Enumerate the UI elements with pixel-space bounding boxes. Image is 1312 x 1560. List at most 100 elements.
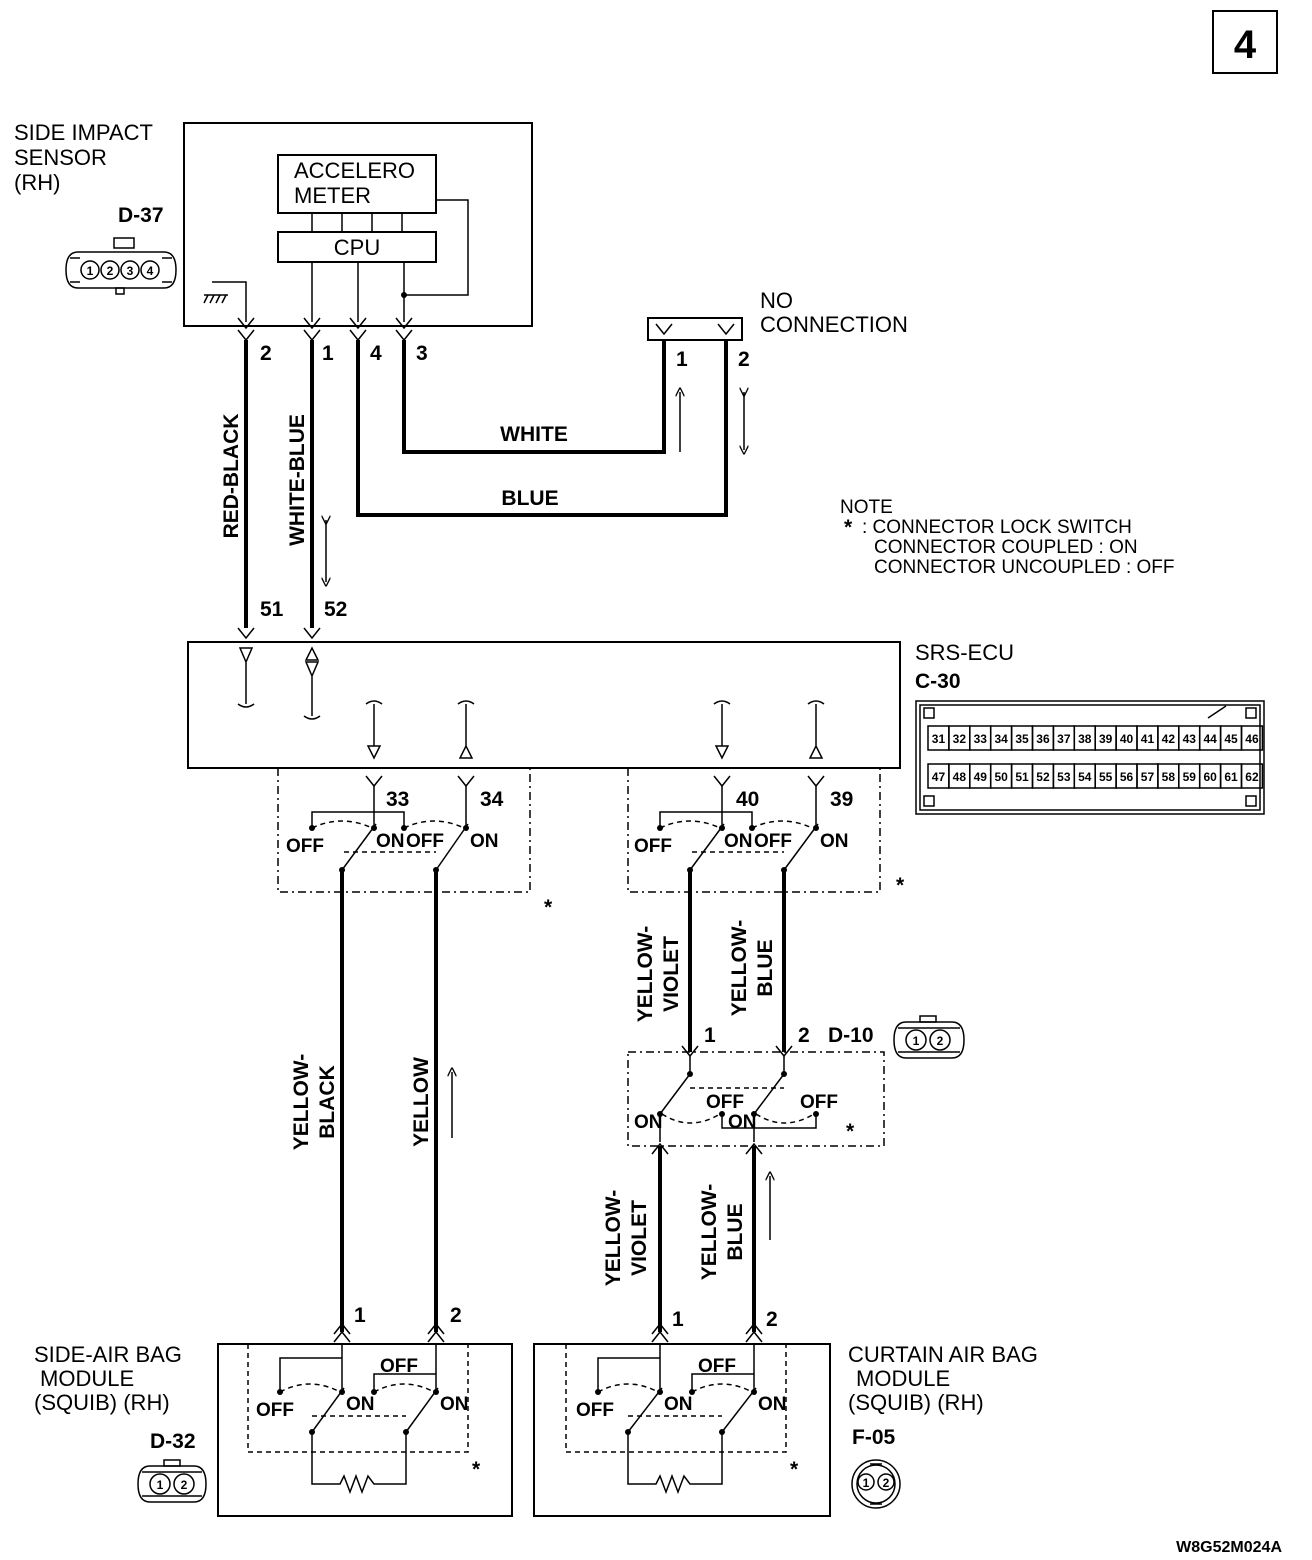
page-number-box bbox=[1212, 10, 1278, 74]
side-airbag-box bbox=[217, 1343, 513, 1517]
d10-connector-id: D-10 bbox=[828, 1024, 874, 1047]
d32-icon-pin-2: 2 bbox=[181, 1478, 188, 1492]
cpu-box bbox=[277, 231, 437, 263]
d32-connector-icon: 1 2 bbox=[137, 1459, 207, 1503]
switch-on-label: ON bbox=[664, 1394, 693, 1415]
c30-pin-label: 47 bbox=[932, 770, 946, 784]
curtain-airbag-title-3: (SQUIB) (RH) bbox=[848, 1390, 984, 1415]
ecu-terminal-40: 40 bbox=[736, 788, 759, 811]
c30-pin-label: 37 bbox=[1057, 732, 1071, 746]
c30-pin-label: 46 bbox=[1245, 732, 1259, 746]
switch-off-label: OFF bbox=[800, 1092, 838, 1113]
wire-blue-label: BLUE bbox=[501, 487, 558, 510]
wire-yellow-blue-label-1: YELLOW- bbox=[698, 1184, 721, 1280]
c30-pin-cell bbox=[1240, 763, 1264, 789]
wire-yellow-violet-label-1: YELLOW- bbox=[602, 1190, 625, 1286]
d10-icon-pin-2: 2 bbox=[937, 1034, 944, 1048]
switch-off-label: OFF bbox=[698, 1356, 736, 1377]
c30-pin-label: 50 bbox=[994, 770, 1008, 784]
ecu-terminal-39: 39 bbox=[830, 788, 853, 811]
side-airbag-title-3: (SQUIB) (RH) bbox=[34, 1390, 170, 1415]
c30-pin-label: 35 bbox=[1015, 732, 1029, 746]
c30-pin-label: 61 bbox=[1224, 770, 1238, 784]
switch-off-label: OFF bbox=[634, 836, 672, 857]
sensor-title-2: SENSOR bbox=[14, 145, 107, 170]
cpu-label: CPU bbox=[334, 235, 380, 260]
c30-pin-label: 62 bbox=[1245, 770, 1259, 784]
ecu-lock-switch-right: 40 39 OFF ON OFF ON * bbox=[627, 768, 905, 897]
c30-pin-label: 59 bbox=[1183, 770, 1197, 784]
curtain-airbag-title-2: MODULE bbox=[856, 1366, 950, 1391]
c30-pin-label: 51 bbox=[1015, 770, 1029, 784]
c30-pin-label: 54 bbox=[1078, 770, 1092, 784]
f05-connector-icon: 1 2 bbox=[851, 1459, 901, 1509]
side-airbag-connector-id: D-32 bbox=[150, 1430, 196, 1453]
upper-wires: WHITE BLUE RED-BLACK WHITE-BLUE 51 52 bbox=[220, 340, 744, 628]
c30-pin-label: 55 bbox=[1099, 770, 1113, 784]
c30-pin-label: 60 bbox=[1203, 770, 1217, 784]
sensor-box bbox=[183, 122, 533, 327]
lower-left-wires: YELLOW- BLACK YELLOW 1 2 bbox=[290, 870, 462, 1332]
d32-icon-pin-1: 1 bbox=[157, 1478, 164, 1492]
figure-code: W8G52M024A bbox=[1176, 1539, 1282, 1556]
accelerometer-label-1: ACCELERO bbox=[294, 158, 415, 183]
c30-pin-label: 57 bbox=[1141, 770, 1155, 784]
ecu-connector-id: C-30 bbox=[915, 670, 961, 693]
ecu-terminal-34: 34 bbox=[480, 788, 504, 811]
curtain-airbag-connector-id: F-05 bbox=[852, 1426, 896, 1449]
note-title: NOTE bbox=[840, 497, 893, 518]
f05-icon-pin-1: 1 bbox=[863, 1476, 870, 1490]
switch-off-label: OFF bbox=[256, 1400, 294, 1421]
no-connection-pin-1: 1 bbox=[676, 348, 688, 371]
side-airbag-title-2: MODULE bbox=[40, 1366, 134, 1391]
accelerometer-box bbox=[277, 154, 437, 214]
switch-off-label: OFF bbox=[406, 831, 444, 852]
accelerometer-label-2: METER bbox=[294, 183, 371, 208]
wire-white-blue-label: WHITE-BLUE bbox=[286, 414, 309, 546]
c30-pin-label: 31 bbox=[932, 732, 946, 746]
c30-pin-label: 53 bbox=[1057, 770, 1071, 784]
no-connection-label-1: NO bbox=[760, 288, 793, 313]
wire-yellow-blue-label-2: BLUE bbox=[754, 939, 777, 996]
sensor-title-1: SIDE IMPACT bbox=[14, 120, 153, 145]
sensor-terminal-4: 4 bbox=[370, 342, 382, 365]
c30-pin-label: 36 bbox=[1036, 732, 1050, 746]
curtain-airbag-title-1: CURTAIN AIR BAG bbox=[848, 1342, 1038, 1367]
upper-right-wires: YELLOW- VIOLET YELLOW- BLUE bbox=[634, 870, 786, 1052]
lock-switch-star: * bbox=[544, 896, 553, 919]
note-line-3: CONNECTOR UNCOUPLED : OFF bbox=[874, 557, 1175, 578]
sensor-connector-id: D-37 bbox=[118, 204, 164, 227]
c30-pin-label: 43 bbox=[1183, 732, 1197, 746]
switch-off-label: OFF bbox=[576, 1400, 614, 1421]
wire-yellow-violet-label-1: YELLOW- bbox=[634, 926, 657, 1022]
side-impact-sensor: SIDE IMPACT SENSOR (RH) D-37 1 2 3 4 ACC… bbox=[14, 120, 533, 365]
lock-switch-star: * bbox=[790, 1458, 799, 1481]
d10-connector-icon: 1 2 bbox=[893, 1015, 965, 1059]
page-number: 4 bbox=[1234, 23, 1257, 67]
wire-yellow-label: YELLOW bbox=[410, 1057, 433, 1147]
c30-pin-label: 33 bbox=[974, 732, 988, 746]
ecu-title: SRS-ECU bbox=[915, 640, 1014, 665]
note-line-1: : CONNECTOR LOCK SWITCH bbox=[862, 517, 1132, 538]
sensor-terminal-2: 2 bbox=[260, 342, 272, 365]
switch-off-label: OFF bbox=[286, 836, 324, 857]
lock-switch-star: * bbox=[846, 1120, 855, 1143]
switch-on-label: ON bbox=[346, 1394, 375, 1415]
curtain-airbag-module: CURTAIN AIR BAG MODULE (SQUIB) (RH) F-05… bbox=[533, 1322, 1038, 1517]
switch-on-label: ON bbox=[470, 831, 499, 852]
switch-off-label: OFF bbox=[380, 1356, 418, 1377]
c30-pin-label: 58 bbox=[1162, 770, 1176, 784]
switch-off-label: OFF bbox=[754, 831, 792, 852]
f05-icon-pin-2: 2 bbox=[883, 1476, 890, 1490]
c30-pin-label: 41 bbox=[1141, 732, 1155, 746]
ecu-terminal-51: 51 bbox=[260, 598, 284, 621]
switch-on-label: ON bbox=[376, 831, 405, 852]
c30-pin-label: 40 bbox=[1120, 732, 1134, 746]
c30-pin-label: 39 bbox=[1099, 732, 1113, 746]
wire-white-label: WHITE bbox=[500, 423, 568, 446]
